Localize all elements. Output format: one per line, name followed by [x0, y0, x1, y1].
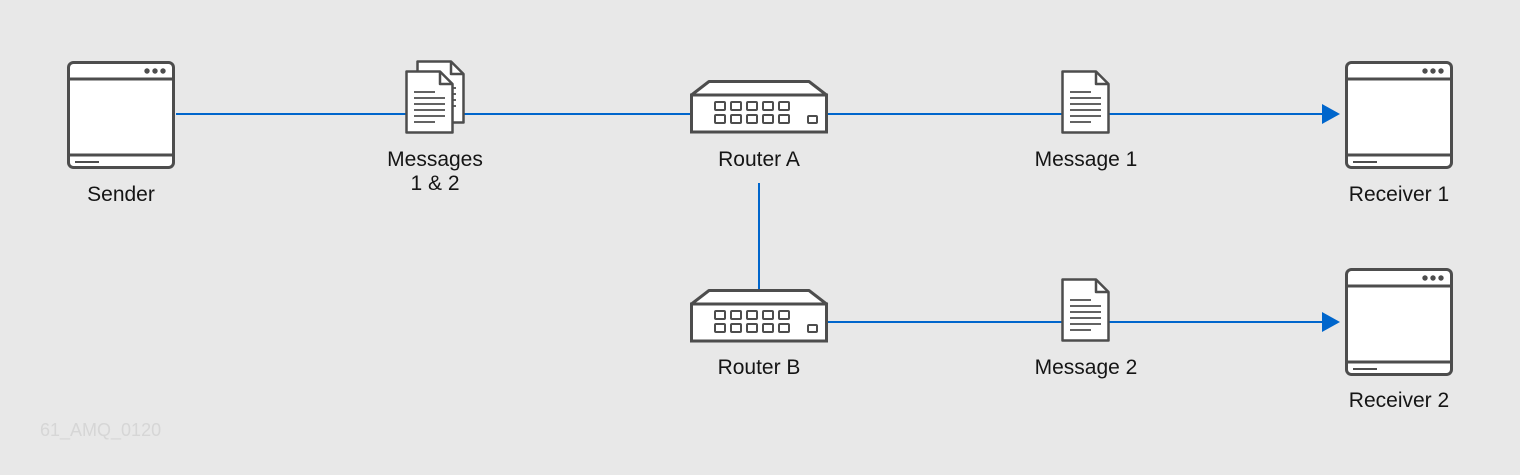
router-b-switch-icon: [690, 289, 828, 343]
diagram-id-watermark: 61_AMQ_0120: [40, 420, 162, 440]
receiver-1-window-icon: [1345, 61, 1453, 169]
router-a-label: Router A: [718, 148, 800, 171]
sender-label: Sender: [87, 183, 155, 206]
arrow-to-receiver-1: [1322, 104, 1340, 124]
receiver-2-label: Receiver 2: [1348, 389, 1450, 412]
sender-window-icon: [67, 61, 175, 169]
receiver-1-label: Receiver 1: [1348, 183, 1450, 206]
message-1-label: Message 1: [1034, 148, 1138, 171]
message-1-document-icon: [1061, 70, 1110, 134]
messages-label-line-2: 1 & 2: [410, 172, 460, 195]
receiver-2-window-icon: [1345, 268, 1453, 376]
message-2-label: Message 2: [1034, 356, 1138, 379]
documents-icon: [405, 60, 465, 134]
router-a-switch-icon: [690, 80, 828, 134]
messages-label: Messages 1 & 2: [387, 148, 483, 196]
messages-label-line-1: Messages: [387, 148, 483, 171]
router-b-label: Router B: [717, 356, 801, 379]
message-2-document-icon: [1061, 278, 1110, 342]
arrow-to-receiver-2: [1322, 312, 1340, 332]
